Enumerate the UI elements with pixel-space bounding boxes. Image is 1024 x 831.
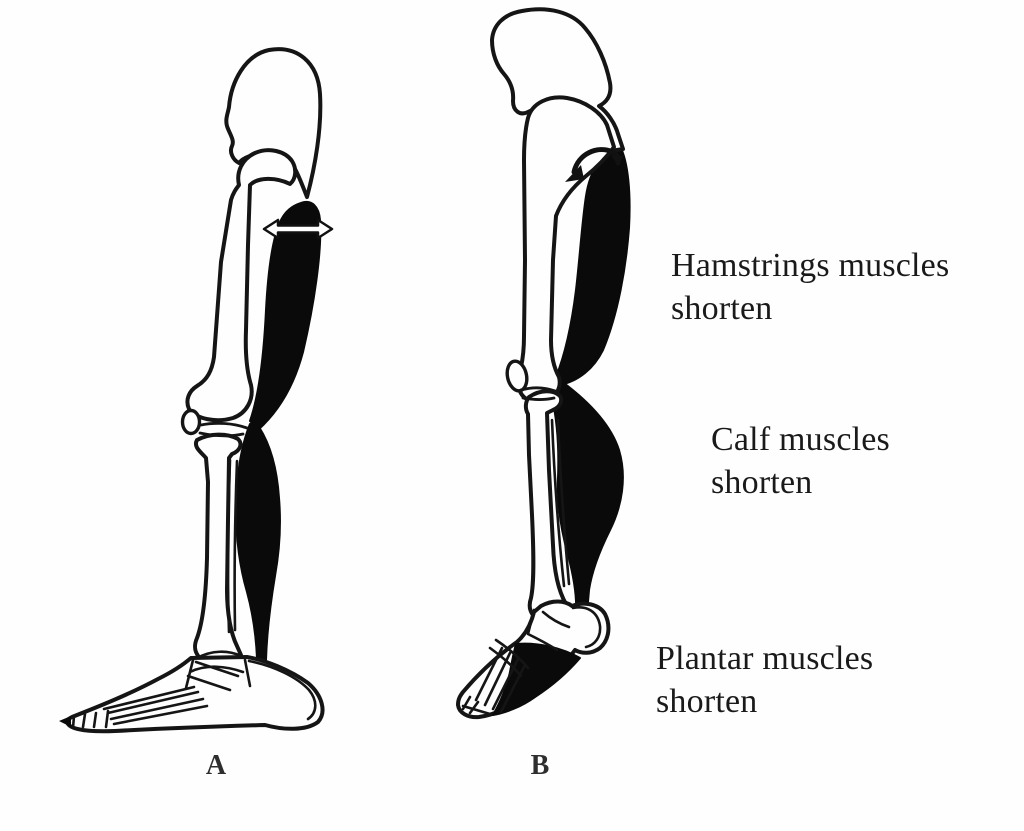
knee-joint-lines-b: [519, 386, 557, 401]
curved-rotation-arrow-icon: [565, 147, 623, 182]
plantar-label: Plantar muscles shorten: [656, 640, 874, 720]
calf-label: Calf muscles shorten: [711, 421, 890, 501]
fibula-bone-a: [226, 458, 239, 634]
knee-joint-lines-a: [198, 421, 249, 438]
femur-bone-b: [516, 95, 616, 404]
hamstring-muscle-a: [249, 201, 322, 431]
foot-detail-lines-b: [461, 606, 602, 716]
toe-tip-a: [59, 716, 71, 727]
femur-bone-a: [185, 148, 298, 423]
patella-bone-a: [180, 408, 202, 436]
figure-b-skeleton: [456, 7, 631, 720]
figure-a-label: A: [205, 750, 227, 781]
hamstrings-label: Hamstrings muscles shorten: [671, 247, 950, 327]
double-headed-arrow-icon: [262, 218, 334, 240]
figure-a-skeleton: [59, 47, 334, 734]
calf-muscle-b: [550, 377, 624, 614]
foot-detail-lines-a: [71, 650, 317, 730]
plantar-muscle-b: [492, 642, 581, 716]
fibula-bone-b: [550, 418, 571, 588]
figure-b-label: B: [530, 750, 550, 781]
foot-bones-a: [65, 655, 325, 734]
